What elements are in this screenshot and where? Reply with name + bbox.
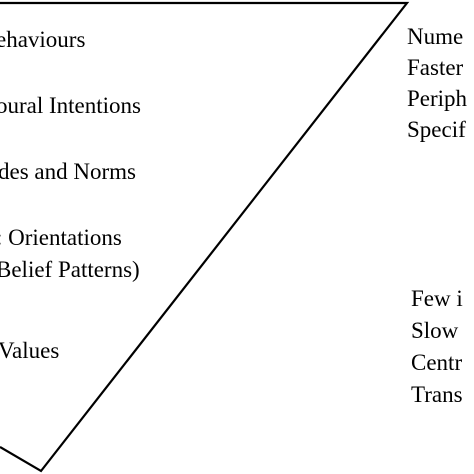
char-specific: Specif	[407, 117, 466, 142]
level-behavioural-intentions: oural Intentions	[0, 93, 141, 118]
char-few: Few i	[411, 286, 463, 311]
level-behaviours: ehaviours	[0, 27, 86, 52]
level-attitudes-norms: des and Norms	[0, 159, 136, 184]
char-faster: Faster	[407, 55, 464, 80]
char-transcendental: Trans	[411, 382, 463, 407]
level-value-orientations: : Orientations	[0, 225, 122, 250]
funnel-outline	[0, 1, 410, 473]
char-central: Centr	[411, 350, 463, 375]
level-values: Values	[0, 338, 60, 363]
char-slow: Slow	[411, 318, 459, 343]
char-numerous: Nume	[407, 24, 464, 49]
char-peripheral: Periph	[407, 86, 468, 111]
level-belief-patterns: Belief Patterns)	[0, 257, 140, 282]
